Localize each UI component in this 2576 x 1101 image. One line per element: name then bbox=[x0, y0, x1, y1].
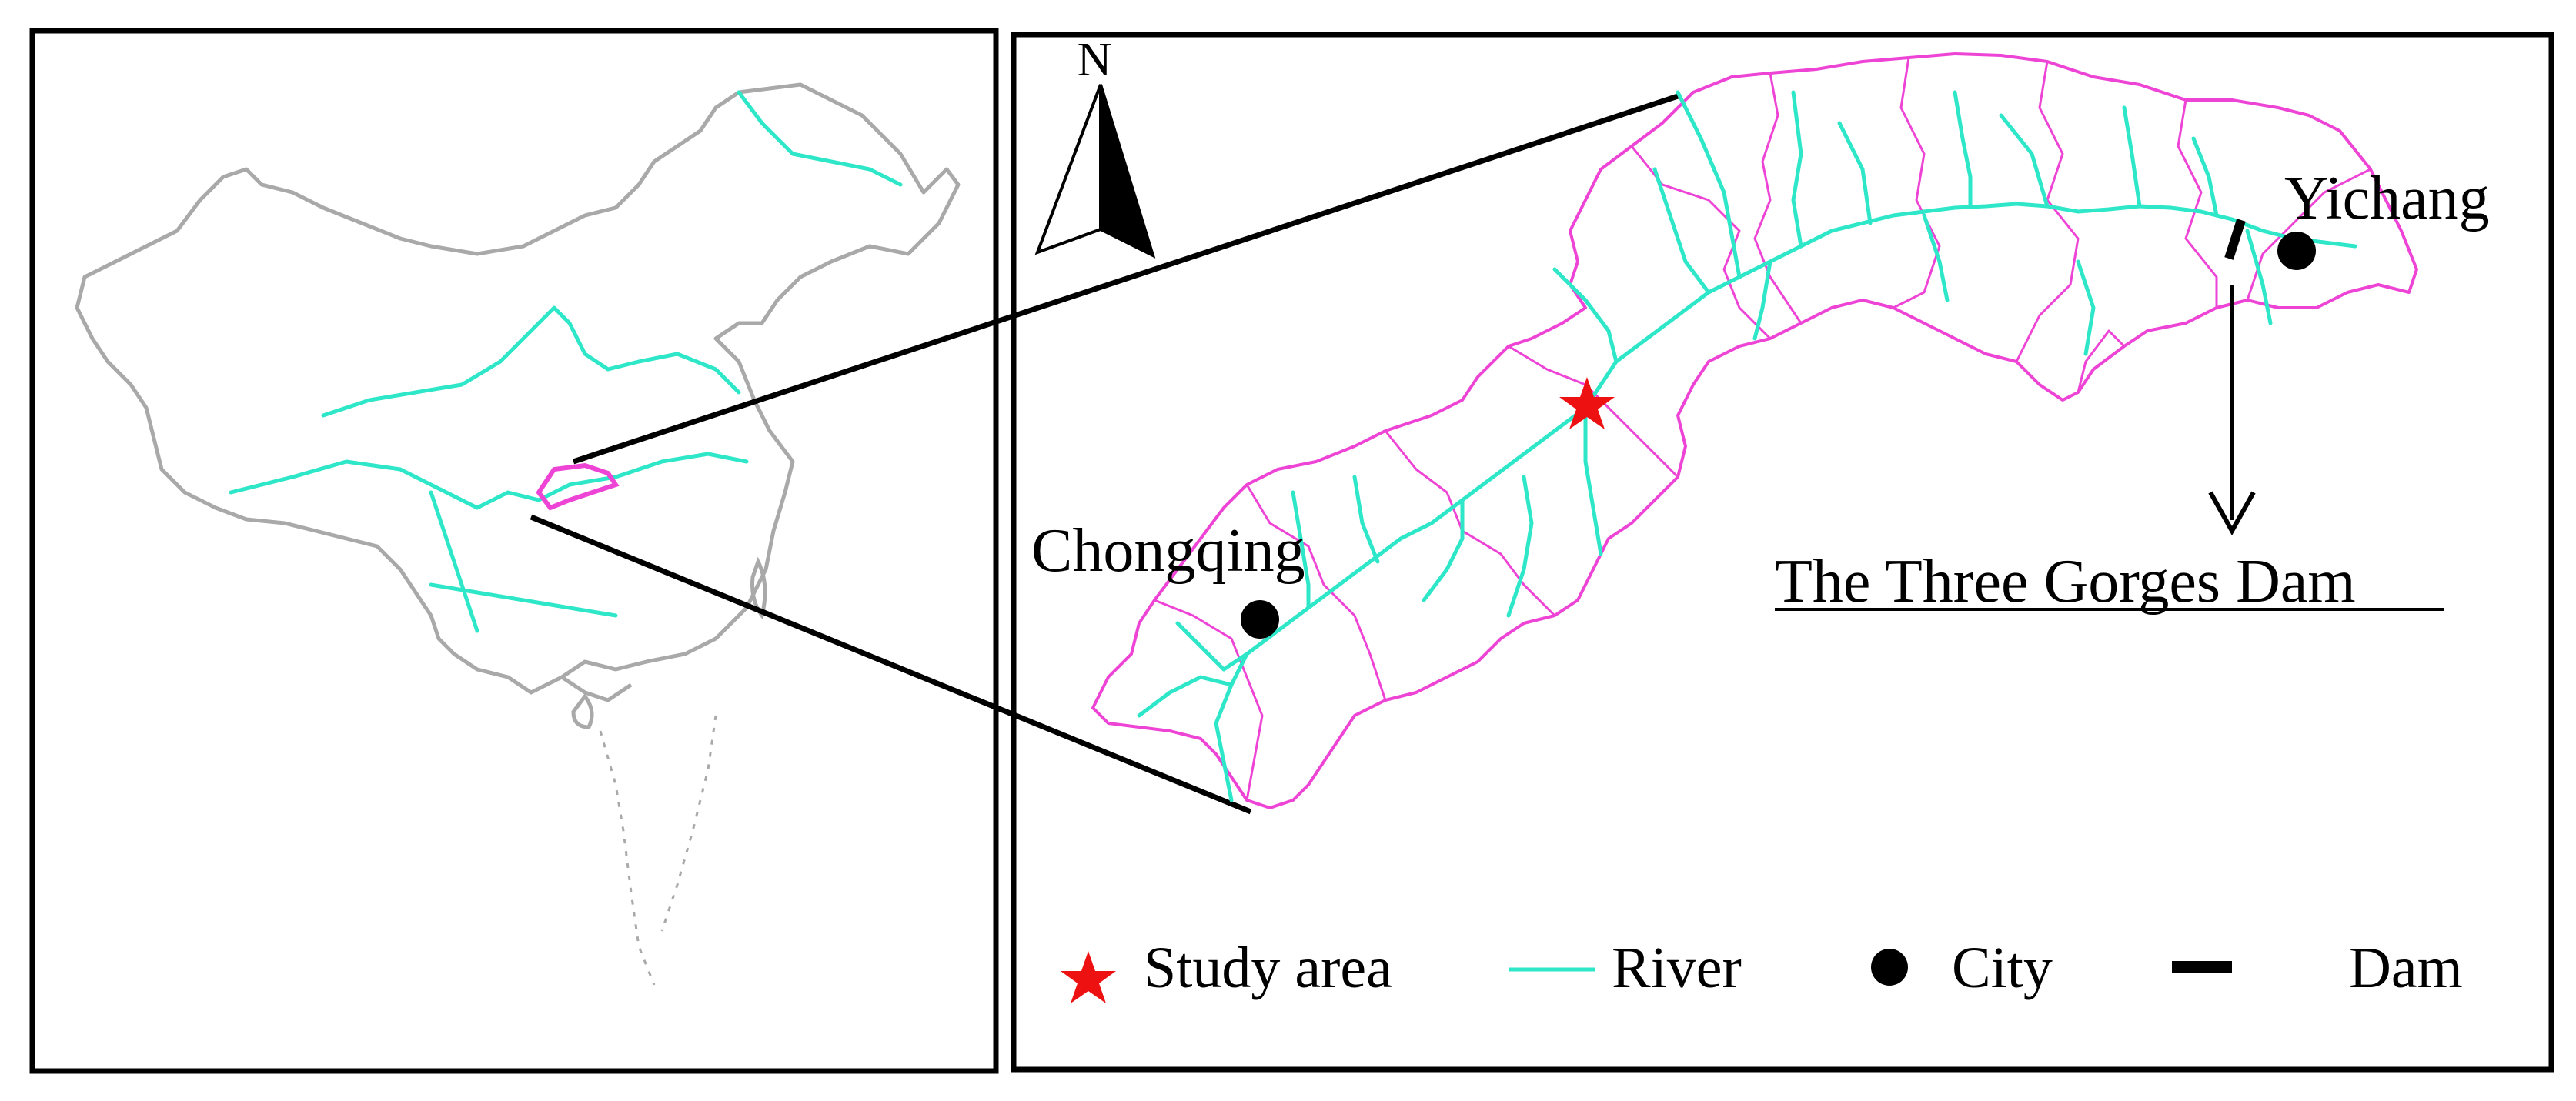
south-china-sea-islands-east bbox=[660, 715, 717, 932]
dam-label: The Three Gorges Dam bbox=[1775, 548, 2356, 616]
yangtze-river bbox=[229, 452, 749, 510]
overview-map-frame bbox=[29, 28, 999, 1074]
dam-marker bbox=[2224, 219, 2246, 260]
hainan-island bbox=[571, 692, 594, 729]
north-arrow-label: N bbox=[1078, 34, 1112, 86]
china-outline bbox=[75, 82, 961, 695]
legend-river-label: River bbox=[1612, 936, 1742, 1000]
study-area-star bbox=[1559, 377, 1615, 429]
legend-study-area-label: Study area bbox=[1144, 936, 1392, 1000]
zoom-connector-lines bbox=[530, 93, 1679, 815]
sub-basin-boundaries bbox=[1154, 57, 2371, 801]
northeast-river bbox=[737, 90, 903, 187]
city-label-chongqing: Chongqing bbox=[1031, 517, 1305, 585]
legend: Study area River City Dam bbox=[1061, 936, 2463, 1003]
south-coast-outline bbox=[560, 675, 633, 702]
north-arrow-right-half bbox=[1099, 84, 1156, 259]
legend-city-label: City bbox=[1952, 936, 2053, 1000]
main-yangtze bbox=[1214, 202, 2357, 802]
city-marker-chongqing bbox=[1241, 600, 1279, 639]
city-marker-yichang bbox=[2277, 232, 2316, 270]
south-china-sea-islands bbox=[599, 730, 656, 986]
north-arrow-left-half bbox=[1034, 84, 1102, 255]
basin-boundary bbox=[1091, 52, 2418, 809]
connector-top bbox=[572, 93, 1679, 465]
overview-rivers bbox=[229, 90, 903, 633]
taiwan-island bbox=[750, 556, 767, 620]
dam-arrow-head bbox=[2208, 491, 2256, 536]
connector-bottom bbox=[530, 514, 1252, 815]
legend-dam-swatch bbox=[2172, 961, 2232, 973]
legend-city-swatch bbox=[1871, 949, 1908, 986]
west-tributary bbox=[429, 490, 479, 633]
city-label-yichang: Yichang bbox=[2284, 165, 2490, 232]
overview-study-region bbox=[536, 462, 620, 511]
north-arrow: N bbox=[1034, 34, 1156, 259]
detail-rivers bbox=[1137, 90, 2357, 802]
detail-map-panel: N Chongqing Yichang The Three Gorges Dam… bbox=[1011, 32, 2554, 1073]
yellow-river bbox=[321, 305, 741, 418]
pearl-river bbox=[429, 582, 618, 618]
legend-study-area-star bbox=[1061, 951, 1116, 1003]
detail-map-frame bbox=[1011, 32, 2554, 1073]
overview-map-panel bbox=[29, 28, 999, 1074]
legend-dam-label: Dam bbox=[2349, 936, 2463, 1000]
